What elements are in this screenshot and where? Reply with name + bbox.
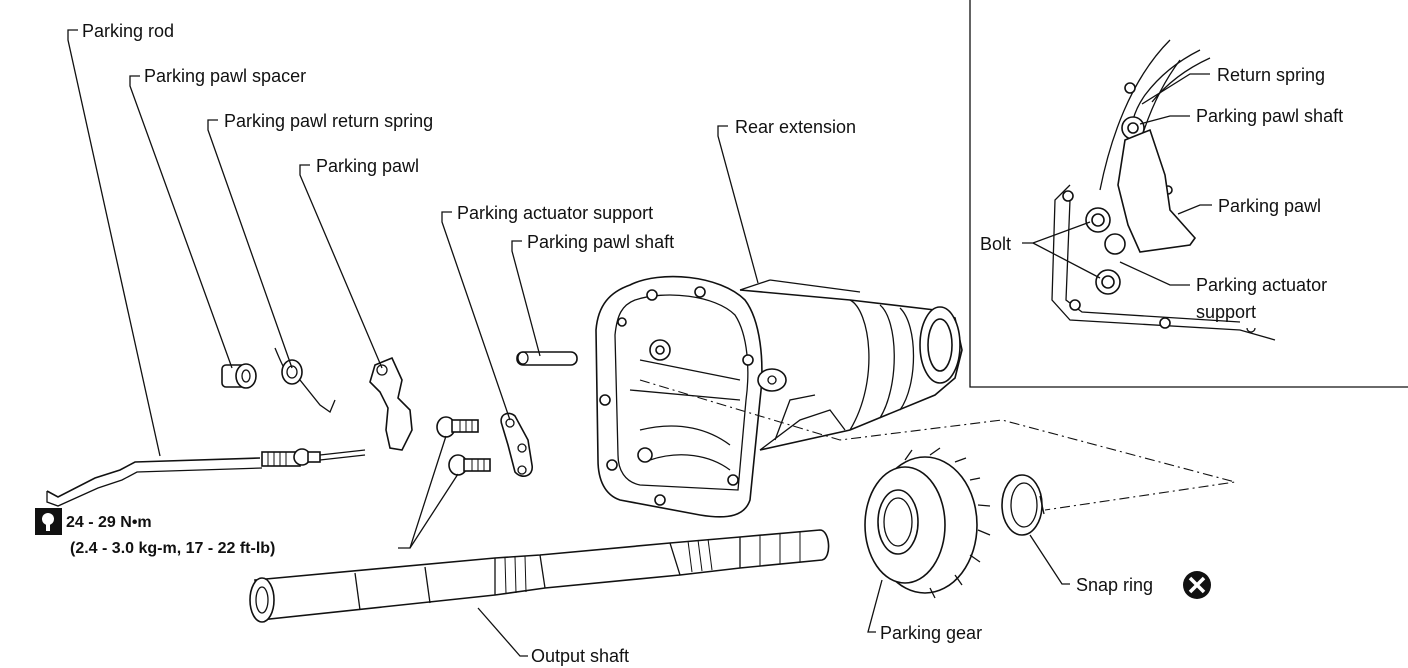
parking-gear-part: [864, 447, 991, 599]
bolts: [436, 416, 491, 476]
inset-detail: Return spring Parking pawl shaft Parking…: [969, 0, 1408, 388]
torque-value-label: 24 - 29 N•m: [66, 514, 152, 531]
inset-parking-pawl-label: Parking pawl: [1218, 196, 1321, 216]
snap-ring-label: Snap ring: [1076, 575, 1153, 595]
inset-parking-actuator-label: Parking actuator: [1196, 275, 1327, 295]
inset-parking-pawl-shaft-label: Parking pawl shaft: [1196, 106, 1343, 126]
inset-bolt-label: Bolt: [980, 234, 1011, 254]
inset-return-spring-label: Return spring: [1217, 65, 1325, 85]
parking-pawl-shaft-label: Parking pawl shaft: [527, 232, 674, 252]
parking-gear-label: Parking gear: [880, 623, 982, 643]
parking-rod-label: Parking rod: [82, 21, 174, 41]
parking-pawl-return-spring-label: Parking pawl return spring: [224, 111, 433, 131]
parking-pawl-shaft-part: [516, 351, 578, 366]
parking-actuator-support-part: [500, 412, 533, 477]
do-not-reuse-icon: [1183, 571, 1211, 599]
parking-pawl-spacer-label: Parking pawl spacer: [144, 66, 306, 86]
torque-spec: 24 - 29 N•m (2.4 - 3.0 kg-m, 17 - 22 ft-…: [35, 508, 275, 557]
leader-lines: [67, 29, 1070, 657]
torque-wrench-icon: [35, 508, 62, 535]
parking-pawl-spacer: [221, 363, 257, 389]
torque-conversion-label: (2.4 - 3.0 kg-m, 17 - 22 ft-lb): [70, 540, 275, 557]
parking-pawl-part: [369, 356, 413, 451]
inset-border: [969, 0, 1408, 388]
parking-pawl-return-spring: [274, 347, 336, 413]
output-shaft-label: Output shaft: [531, 646, 629, 666]
parking-actuator-support-label: Parking actuator support: [457, 203, 653, 223]
parking-rod: [46, 448, 366, 507]
rear-extension-label: Rear extension: [735, 117, 856, 137]
inset-support-label: support: [1196, 302, 1256, 322]
output-shaft-part: [249, 529, 830, 623]
rear-extension-housing: [595, 275, 963, 518]
snap-ring-part: [1001, 474, 1045, 536]
parking-pawl-label: Parking pawl: [316, 156, 419, 176]
